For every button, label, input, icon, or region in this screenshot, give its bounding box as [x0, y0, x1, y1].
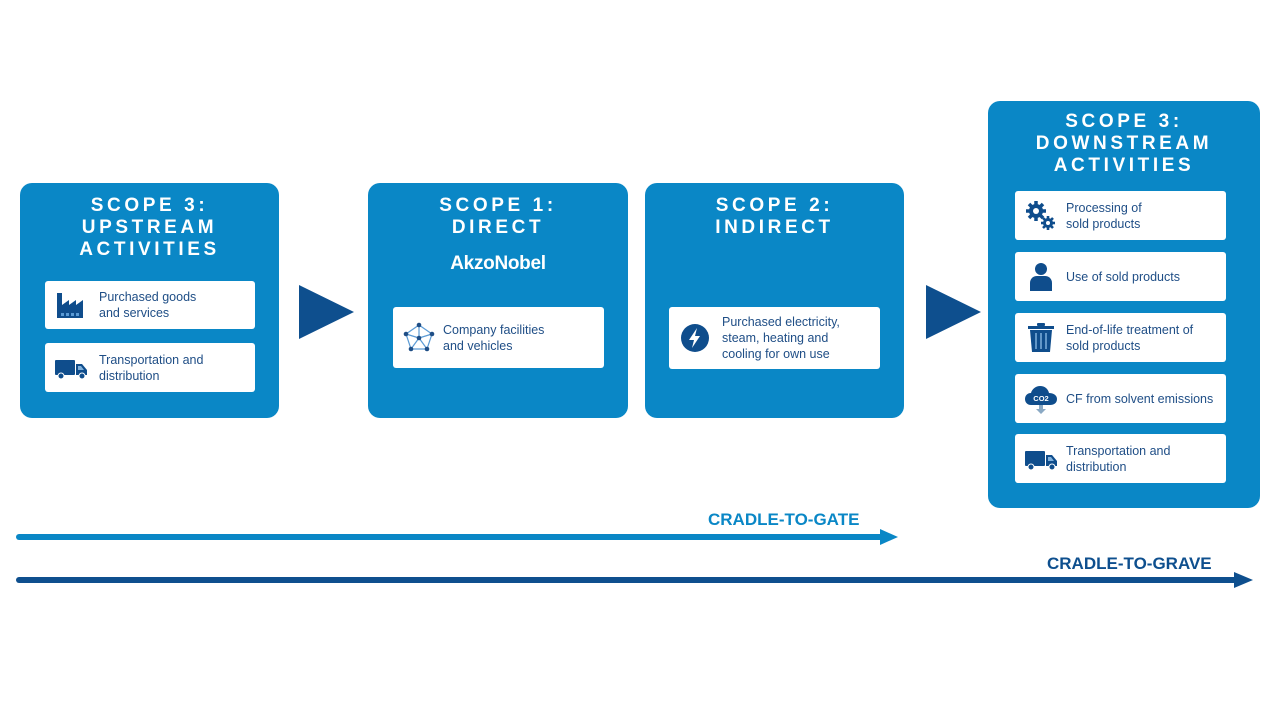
scope2-indirect-box: SCOPE 2: INDIRECT Purchased electricity,… — [645, 183, 904, 418]
downstream-item-end-of-life: End-of-life treatment of sold products — [1015, 313, 1226, 362]
item-label: Transportation and distribution — [99, 352, 204, 383]
item-label: Transportation and distribution — [1066, 443, 1171, 474]
co2-cloud-icon: CO2 — [1023, 381, 1059, 417]
item-label: Processing of sold products — [1066, 200, 1142, 231]
scope2-item-electricity: Purchased electricity, steam, heating an… — [669, 307, 880, 369]
scope3-downstream-box: SCOPE 3: DOWNSTREAM ACTIVITIES Processin… — [988, 101, 1260, 508]
scope2-title: SCOPE 2: INDIRECT — [715, 195, 834, 238]
item-label: Purchased goods and services — [99, 290, 197, 320]
akzonobel-logo: AkzoNobel — [450, 253, 546, 274]
scope3-upstream-box: SCOPE 3: UPSTREAM ACTIVITIES Purchased g… — [20, 183, 279, 418]
gears-icon — [1023, 198, 1059, 234]
scope1-direct-box: SCOPE 1: DIRECT AkzoNobel Company facili… — [368, 183, 628, 418]
co2-label: CO2 — [1033, 394, 1048, 403]
upstream-item-transportation: Transportation and distribution — [45, 343, 255, 392]
item-label: CF from solvent emissions — [1066, 391, 1214, 406]
item-label: Company facilities and vehicles — [443, 322, 545, 353]
downstream-title: SCOPE 3: DOWNSTREAM ACTIVITIES — [1035, 111, 1213, 176]
item-label: End-of-life treatment of sold products — [1066, 322, 1194, 353]
scope1-item-facilities: Company facilities and vehicles — [393, 307, 604, 368]
factory-icon — [53, 287, 89, 323]
cradle-to-gate-arrow — [16, 529, 898, 545]
cradle-to-grave-arrow — [16, 572, 1253, 588]
downstream-item-processing: Processing of sold products — [1015, 191, 1226, 240]
upstream-item-purchased-goods: Purchased goods and services — [45, 281, 255, 329]
truck-icon — [1023, 441, 1059, 477]
chevron-right-icon — [926, 285, 981, 339]
lightning-icon — [677, 320, 713, 356]
cradle-to-gate-label: CRADLE-TO-GATE — [708, 510, 860, 529]
trash-icon — [1023, 320, 1059, 356]
network-icon — [401, 320, 437, 356]
downstream-item-solvent-emissions: CO2 CF from solvent emissions — [1015, 374, 1226, 423]
cradle-to-grave-label: CRADLE-TO-GRAVE — [1047, 554, 1212, 573]
chevron-right-icon — [299, 285, 354, 339]
upstream-title: SCOPE 3: UPSTREAM ACTIVITIES — [79, 195, 220, 260]
item-label: Purchased electricity, steam, heating an… — [722, 315, 840, 361]
person-icon — [1023, 259, 1059, 295]
downstream-item-use: Use of sold products — [1015, 252, 1226, 301]
downstream-item-transportation: Transportation and distribution — [1015, 434, 1226, 483]
item-label: Use of sold products — [1066, 269, 1180, 284]
scope1-title: SCOPE 1: DIRECT — [439, 195, 557, 238]
truck-icon — [53, 350, 89, 386]
